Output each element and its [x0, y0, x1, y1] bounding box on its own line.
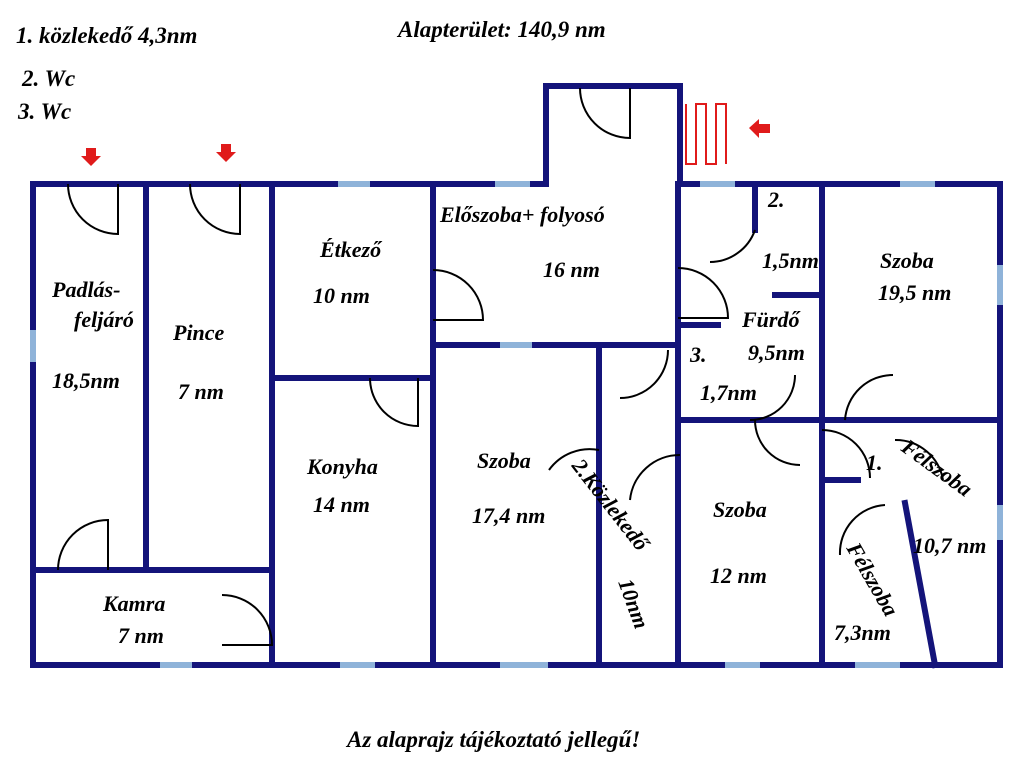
chimney-icon	[685, 103, 727, 165]
room-eloszoba: Előszoba+ folyosó 16 nm	[439, 202, 605, 282]
room-area: 14 nm	[313, 492, 370, 517]
room-number: 1.	[866, 450, 883, 475]
room-name: Kamra	[102, 591, 165, 616]
disclaimer-note: Az alaprajz tájékoztató jellegű!	[345, 727, 640, 752]
interior-walls	[30, 181, 1003, 669]
room-szoba-12: Szoba 12 nm	[710, 497, 767, 588]
doors	[57, 87, 944, 646]
room-number: 2.	[767, 187, 785, 212]
room-area: 17,4 nm	[472, 503, 545, 528]
legend-item-1: 1. közlekedő 4,3nm	[16, 23, 197, 48]
room-kozlekedo-2: 2.Közlekedő 10nm	[566, 453, 655, 632]
room-name: Szoba	[880, 248, 934, 273]
room-wc-2: 2. 1,5nm	[762, 187, 819, 273]
room-padlas: Padlás- feljáró 18,5nm	[51, 277, 134, 393]
legend-item-2: 2. Wc	[21, 66, 75, 91]
room-name: Étkező	[319, 237, 383, 262]
room-name: 2.Közlekedő	[566, 453, 655, 557]
room-name: Félszoba	[896, 433, 977, 501]
room-felszoba-73: Félszoba 7,3nm	[834, 537, 904, 645]
room-area: 10nm	[613, 575, 654, 632]
room-area: 12 nm	[710, 563, 767, 588]
room-area: 7 nm	[118, 623, 164, 648]
windows	[30, 181, 1003, 668]
room-area: 10,7 nm	[913, 533, 986, 558]
room-furdo: Fürdő 9,5nm	[741, 307, 805, 365]
room-name: Szoba	[477, 448, 531, 473]
room-szoba-174: Szoba 17,4 nm	[472, 448, 545, 528]
outer-walls	[30, 83, 1003, 668]
room-name: Fürdő	[741, 307, 801, 332]
room-etkezo: Étkező 10 nm	[313, 237, 383, 308]
entrance-arrow-icon	[81, 119, 770, 166]
room-name: Padlás-	[51, 277, 120, 302]
room-name: Félszoba	[841, 537, 903, 620]
room-kamra: Kamra 7 nm	[102, 591, 165, 648]
room-name: Konyha	[306, 454, 378, 479]
room-wc-3: 3. 1,7nm	[689, 342, 757, 405]
room-area: 9,5nm	[748, 340, 805, 365]
room-area: 19,5 nm	[878, 280, 951, 305]
room-area: 7,3nm	[834, 620, 891, 645]
room-area: 16 nm	[543, 257, 600, 282]
room-konyha: Konyha 14 nm	[306, 454, 378, 517]
room-area: 18,5nm	[52, 368, 120, 393]
room-area: 1,5nm	[762, 248, 819, 273]
room-name: Pince	[172, 320, 225, 345]
room-name: Szoba	[713, 497, 767, 522]
room-number: 3.	[689, 342, 707, 367]
room-name: Előszoba+ folyosó	[439, 202, 605, 227]
room-pince: Pince 7 nm	[172, 320, 225, 404]
room-area: 1,7nm	[700, 380, 757, 405]
legend-item-3: 3. Wc	[17, 99, 71, 124]
room-area: 7 nm	[178, 379, 224, 404]
total-area-title: Alapterület: 140,9 nm	[396, 17, 606, 42]
room-szoba-195: Szoba 19,5 nm	[878, 248, 951, 305]
room-name: feljáró	[74, 307, 134, 332]
room-felszoba-107: 1. Félszoba 10,7 nm	[866, 433, 986, 558]
room-area: 10 nm	[313, 283, 370, 308]
